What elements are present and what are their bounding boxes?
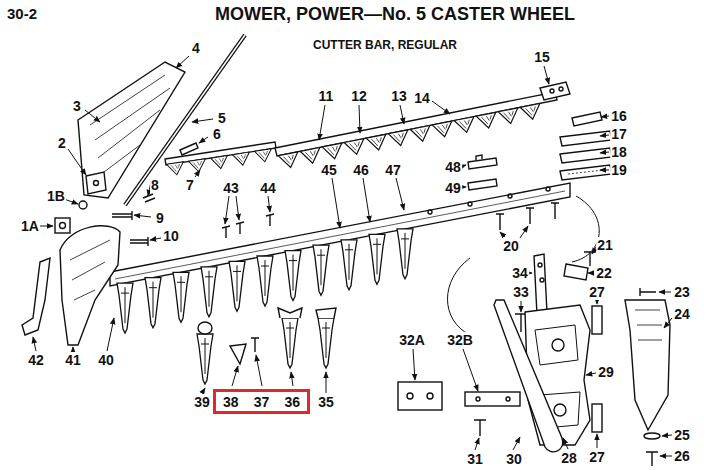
callout-number: 4 — [191, 40, 201, 56]
callout-number: 28 — [560, 450, 578, 466]
callout-number: 49 — [444, 180, 462, 196]
callout-number: 6 — [212, 126, 222, 142]
callout-number: 31 — [466, 451, 484, 467]
page-title: MOWER, POWER—No. 5 CASTER WHEEL — [215, 4, 575, 25]
callout-number: 10 — [162, 228, 180, 244]
callout-number: 14 — [413, 90, 431, 106]
callout-number: 40 — [97, 352, 115, 368]
callout-number: 34 — [511, 265, 529, 281]
callout-number: 39 — [193, 394, 211, 410]
callout-number: 29 — [597, 364, 615, 380]
callout-number: 42 — [27, 352, 45, 368]
highlight-box: 38 37 36 — [213, 389, 310, 414]
callout-number: 1B — [46, 188, 66, 204]
callout-number: 5 — [217, 110, 227, 126]
callout-number: 3 — [72, 98, 82, 114]
callout-number: 32A — [398, 332, 426, 348]
callout-number: 21 — [596, 237, 614, 253]
callout-number: 2 — [57, 135, 67, 151]
callout-number: 38 — [223, 394, 239, 410]
callout-number: 41 — [64, 352, 82, 368]
callout-number: 27 — [588, 284, 606, 300]
callout-number: 44 — [259, 180, 277, 196]
callout-number: 8 — [150, 177, 160, 193]
callout-number: 11 — [318, 88, 335, 104]
callout-number: 15 — [533, 49, 551, 65]
callout-number: 46 — [352, 162, 370, 178]
callout-number: 24 — [673, 306, 691, 322]
callout-number: 22 — [595, 265, 613, 281]
callout-number: 43 — [222, 180, 240, 196]
callout-number: 9 — [155, 210, 165, 226]
page-number: 30-2 — [6, 6, 38, 22]
section-heading: CUTTER BAR, REGULAR — [312, 37, 458, 53]
callout-number: 17 — [610, 126, 628, 142]
callout-number: 30 — [505, 451, 523, 467]
callout-number: 27 — [588, 449, 606, 465]
leader-lines — [33, 56, 672, 456]
callout-number: 25 — [673, 427, 691, 443]
callout-number: 33 — [512, 284, 530, 300]
callout-number: 45 — [320, 162, 338, 178]
callout-number: 20 — [502, 238, 520, 254]
callout-number: 37 — [254, 394, 270, 410]
illustration — [22, 35, 670, 466]
callout-number: 12 — [350, 88, 368, 104]
callout-number: 23 — [673, 284, 691, 300]
callout-number: 13 — [390, 88, 408, 104]
callout-number: 16 — [610, 108, 628, 124]
callout-number: 1A — [20, 218, 40, 234]
callout-number: 18 — [610, 144, 628, 160]
callout-number: 36 — [284, 394, 300, 410]
callout-number: 32B — [446, 332, 474, 348]
callout-number: 47 — [384, 162, 402, 178]
callout-number: 7 — [185, 177, 195, 193]
callout-number: 19 — [610, 162, 628, 178]
callout-number: 48 — [444, 159, 462, 175]
callout-number: 26 — [673, 448, 691, 464]
callout-number: 35 — [317, 394, 335, 410]
